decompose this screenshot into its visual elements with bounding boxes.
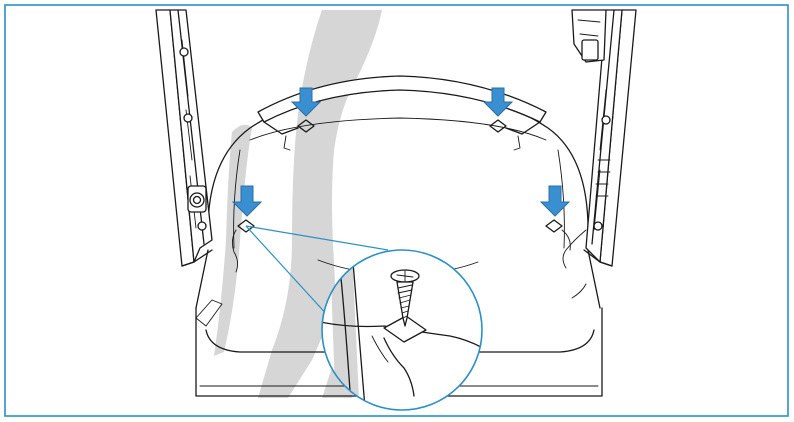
- down-arrow-icon: [231, 185, 263, 217]
- right-side-panel: [562, 9, 637, 269]
- down-arrow-icon: [539, 185, 571, 217]
- right-panel-screw-2: [593, 221, 603, 231]
- left-panel-foot: [181, 249, 213, 267]
- right-panel-foot: [583, 249, 613, 267]
- screw-hole-bottom-left: [237, 219, 255, 233]
- left-panel-screw-3: [197, 221, 207, 231]
- magnifier-ring: [321, 249, 483, 411]
- screw-hole-top-right: [489, 119, 507, 133]
- right-panel-hinge-detail: [577, 19, 601, 37]
- top-rail-right-hook: [513, 135, 521, 151]
- left-panel-screw-1: [179, 47, 189, 57]
- magnifier-cord: [383, 337, 415, 397]
- screw-icon: [383, 269, 427, 343]
- tub-inner-left: [233, 149, 241, 249]
- left-panel-knob-inner: [192, 195, 202, 205]
- tub-right-crease: [571, 283, 587, 299]
- screw-holes: [237, 119, 563, 233]
- shadow-band-main: [258, 10, 382, 398]
- diagram-frame: [4, 4, 789, 417]
- base-front-top: [195, 249, 601, 309]
- cord-left: [231, 229, 239, 273]
- shadow-band-left: [214, 124, 252, 356]
- right-panel-cable: [562, 229, 587, 269]
- cord-details: [231, 229, 571, 273]
- top-rail: [257, 75, 547, 151]
- down-arrows: [231, 87, 571, 217]
- top-rail-right-foot: [505, 121, 541, 135]
- tub-inner-right: [557, 149, 565, 249]
- leader-line-upper: [245, 225, 389, 251]
- down-arrow-icon: [290, 87, 322, 117]
- right-panel-screw-1: [601, 115, 611, 125]
- screw-threads: [397, 284, 413, 319]
- right-panel-hinge-block: [581, 39, 599, 61]
- top-rail-left-hook: [283, 135, 291, 151]
- leader-line-lower: [245, 225, 331, 319]
- tub-inner-contour: [249, 117, 547, 141]
- right-panel-ribs: [595, 159, 611, 197]
- screw-hole-top-left: [297, 119, 315, 133]
- cord-right: [561, 229, 571, 251]
- magnifier-detail: [321, 249, 483, 411]
- left-panel-screw-2: [183, 113, 193, 123]
- screw-hole-bottom-right: [545, 219, 563, 233]
- base-left-slot: [195, 299, 223, 327]
- down-arrow-icon: [482, 87, 514, 117]
- top-rail-band: [257, 75, 547, 123]
- detail-leader-lines: [245, 225, 389, 319]
- screw-head-cross: [396, 270, 414, 282]
- right-panel-inner: [591, 9, 615, 245]
- screw-hole-magnified: [383, 315, 427, 343]
- left-side-panel: [155, 9, 213, 267]
- top-rail-left-foot: [263, 121, 299, 135]
- magnifier-cord-2: [371, 335, 389, 363]
